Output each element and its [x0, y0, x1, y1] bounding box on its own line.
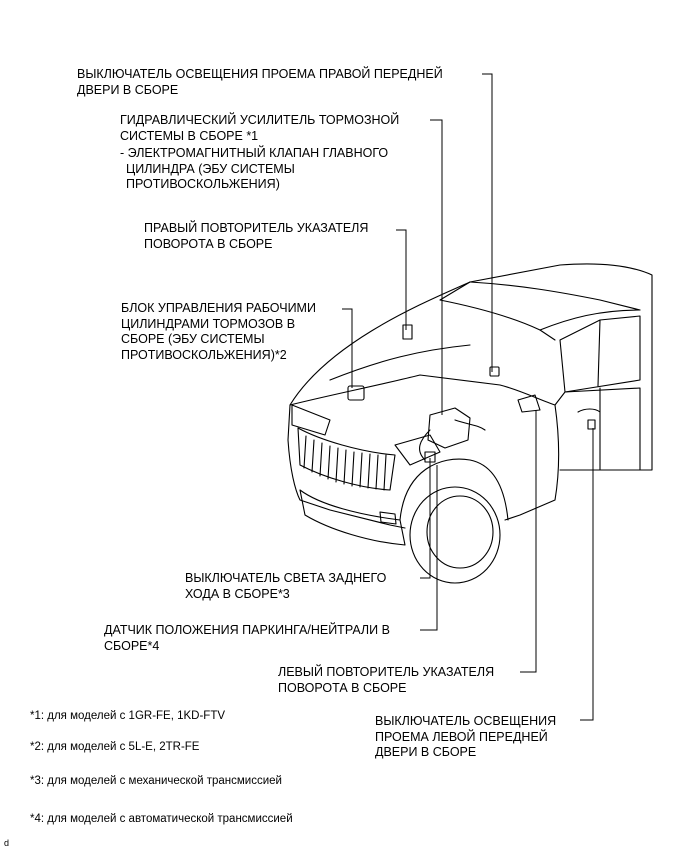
vehicle-body-outline: [289, 263, 653, 471]
headlight-left: [394, 434, 441, 466]
leader-brake-actuator: [342, 308, 353, 388]
front-wheel-rim: [426, 495, 494, 569]
label-right-door-light-switch: ВЫКЛЮЧАТЕЛЬ ОСВЕЩЕНИЯ ПРОЕМА ПРАВОЙ ПЕРЕ…: [77, 67, 443, 97]
corner-mark: d: [4, 838, 10, 848]
leader-right-repeater: [396, 229, 407, 330]
side-body: [504, 391, 566, 521]
headlight-right: [291, 404, 331, 436]
label-left-door-light-switch: ВЫКЛЮЧАТЕЛЬ ОСВЕЩЕНИЯ ПРОЕМА ЛЕВОЙ ПЕРЕД…: [375, 714, 557, 759]
grille-slats: [303, 435, 387, 491]
leader-left-door-switch: [580, 428, 594, 721]
label-hydraulic-booster-sub: - ЭЛЕКТРОМАГНИТНЫЙ КЛАПАН ГЛАВНОГО ЦИЛИН…: [120, 146, 389, 191]
label-backup-light-switch: ВЫКЛЮЧАТЕЛЬ СВЕТА ЗАДНЕГО ХОДА В СБОРЕ*3: [185, 571, 387, 601]
footnote-1: *1: для моделей с 1GR-FE, 1KD-FTV: [30, 710, 226, 722]
door-line: [559, 387, 641, 471]
leader-right-door-switch: [482, 73, 493, 372]
fog-lamp: [379, 511, 397, 525]
footnote-3: *3: для моделей с механической трансмисс…: [30, 775, 282, 787]
right-door-switch-component: [489, 366, 500, 377]
label-right-turn-repeater: ПРАВЫЙ ПОВТОРИТЕЛЬ УКАЗАТЕЛЯ ПОВОРОТА В …: [144, 221, 369, 251]
leader-hydraulic-booster: [430, 119, 443, 415]
front-wheel-tire: [409, 486, 501, 584]
leader-park-neutral: [420, 465, 438, 631]
side-mirror: [517, 394, 541, 413]
label-hydraulic-booster: ГИДРАВЛИЧЕСКИЙ УСИЛИТЕЛЬ ТОРМОЗНОЙ СИСТЕ…: [120, 113, 400, 143]
label-park-neutral-sensor: ДАТЧИК ПОЛОЖЕНИЯ ПАРКИНГА/НЕЙТРАЛИ В СБО…: [104, 623, 390, 653]
leader-left-repeater: [520, 410, 537, 673]
label-left-turn-repeater: ЛЕВЫЙ ПОВТОРИТЕЛЬ УКАЗАТЕЛЯ ПОВОРОТА В С…: [278, 665, 495, 695]
wheel-arch: [399, 458, 509, 521]
a-pillar: [539, 309, 641, 331]
booster-component: [427, 407, 471, 449]
vehicle-roof: [469, 281, 641, 311]
left-door-switch-component: [587, 419, 596, 430]
brake-actuator-component: [347, 385, 365, 401]
footnote-4: *4: для моделей с автоматической трансми…: [30, 813, 293, 825]
front-bumper: [299, 489, 406, 546]
door-handle: [577, 408, 601, 413]
hood-crease: [329, 344, 471, 381]
window-divider: [597, 319, 601, 387]
right-repeater-component: [402, 324, 413, 340]
leader-backup-switch: [420, 458, 431, 579]
label-brake-actuator-ecu: БЛОК УПРАВЛЕНИЯ РАБОЧИМИ ЦИЛИНДРАМИ ТОРМ…: [121, 301, 316, 362]
front-fascia: [287, 404, 406, 529]
booster-pipes: [419, 419, 486, 461]
windshield: [439, 281, 556, 341]
footnote-2: *2: для моделей с 5L-E, 2TR-FE: [30, 741, 200, 753]
hood: [289, 374, 556, 406]
